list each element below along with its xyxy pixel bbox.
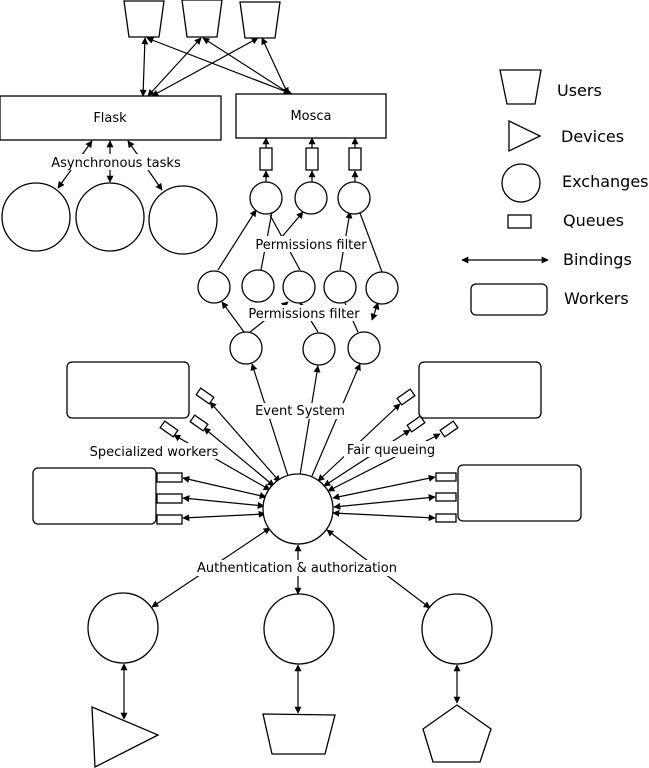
worker-box [418,361,542,419]
devices-legend-icon [508,119,542,153]
auth-label: Authentication & authorization [197,561,397,576]
queue-rect [156,514,183,525]
queue-rect [259,147,273,171]
middle-exchanges [197,269,399,305]
lower-exchanges [229,331,381,366]
legend-devices-label: Devices [561,127,624,146]
user-trapezoid-icon [123,0,165,38]
worker-box [32,467,157,525]
queue-rect [435,513,457,523]
workers-legend-icon [470,283,548,316]
queue-rect [305,147,319,171]
exchange-circle [323,270,357,304]
legend-exchanges-label: Exchanges [562,172,649,191]
user-trapezoid-icon [262,713,336,755]
exchange-circle [249,181,283,215]
exchange-circle [75,182,145,252]
worker-box [66,361,190,419]
queue-rect [159,420,179,438]
queue-rect [439,420,459,438]
legend-workers-label: Workers [564,289,629,308]
exchange-circle [294,181,328,215]
queue-rect [156,493,183,504]
exchange-circle [337,181,371,215]
exchange-circle [263,593,335,665]
user-trapezoid-icon [239,1,281,39]
queue-rect [348,147,362,171]
exchange-circle [421,593,493,665]
worker-queues [156,387,459,525]
event-system-label: Event System [255,404,345,419]
top-users [123,0,281,39]
exchange-circle [302,332,336,366]
exchange-circle [241,269,275,303]
exchange-circle [1,182,71,252]
flask-node: Flask [0,95,222,141]
queues-legend-icon [507,214,532,229]
queue-rect [195,387,215,405]
mosca-label: Mosca [290,109,331,124]
fair-queueing-label: Fair queueing [347,443,435,458]
exchange-circle [87,592,159,664]
async-exchanges [1,182,218,255]
exchange-circle [197,270,231,304]
exchange-circle [365,271,399,305]
queue-rect [435,492,457,502]
legend: Users Devices Exchanges Queues Bindings … [461,69,649,316]
legend-queues-label: Queues [563,211,624,230]
exchange-circle [148,185,218,255]
pentagon-client-icon [422,704,492,763]
exchange-circle [282,270,316,304]
queue-rect [435,472,457,482]
upper-exchanges [249,181,371,215]
mosca-queues [259,147,362,171]
queue-rect [156,472,183,483]
mosca-node: Mosca [235,93,387,139]
device-triangle-icon [91,705,160,768]
exchange-circle [229,331,263,365]
legend-users-label: Users [557,81,602,100]
specialized-workers-label: Specialized workers [90,445,219,460]
legend-bindings-label: Bindings [563,250,632,269]
permissions-filter-label-1: Permissions filter [255,238,367,253]
central-exchange [262,473,334,545]
user-trapezoid-icon [181,0,223,38]
queue-rect [189,414,209,432]
exchanges-legend-icon [501,163,541,203]
queue-rect [396,388,416,406]
worker-box [457,464,582,522]
users-legend-icon [499,69,542,105]
workers [32,361,582,525]
exchange-circle [347,331,381,365]
bottom-exchanges [87,592,493,665]
async-tasks-label: Asynchronous tasks [51,156,181,171]
queue-rect [406,415,426,433]
permissions-filter-label-2: Permissions filter [248,307,360,322]
flask-label: Flask [93,111,127,126]
